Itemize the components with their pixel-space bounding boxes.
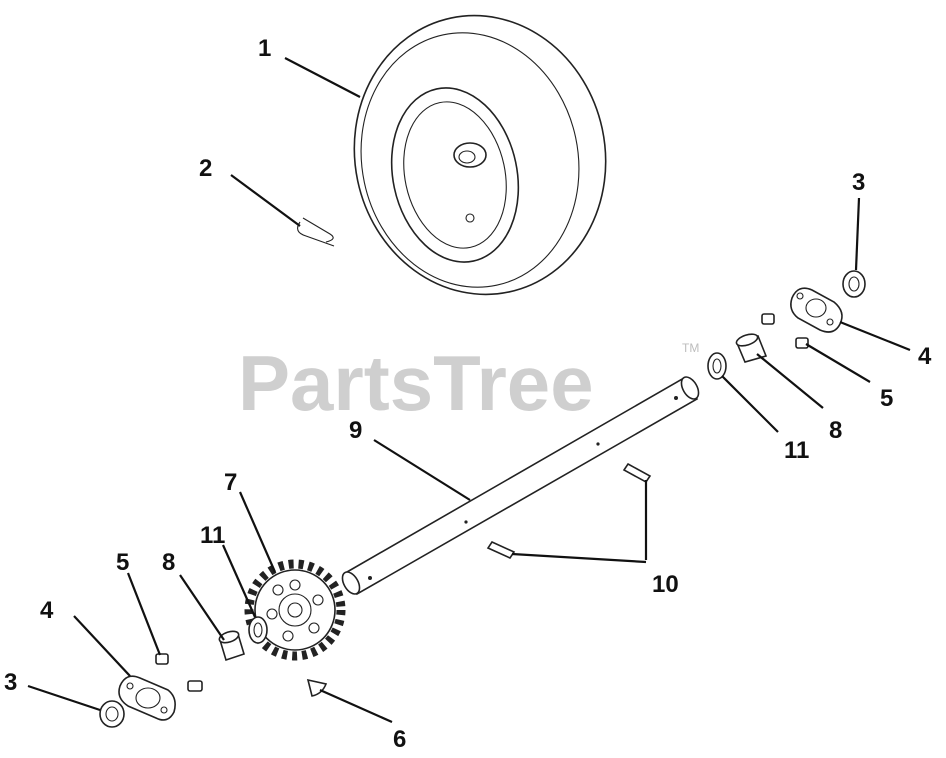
callout-3-right: 3 (852, 169, 865, 196)
hairpin-cotter[interactable] (297, 217, 335, 247)
callout-5-left: 5 (116, 549, 129, 576)
callout-2: 2 (199, 155, 212, 182)
callout-9: 9 (349, 417, 362, 444)
watermark-trademark: TM (682, 341, 699, 355)
wheel-assembly[interactable] (329, 0, 632, 318)
callouts: 1 2 3 3 4 4 5 5 6 7 8 8 9 10 11 11 (4, 35, 932, 753)
flange-bearing-left[interactable] (118, 675, 176, 721)
callout-8-right: 8 (829, 417, 842, 444)
leader-lines (27, 57, 911, 724)
washer-right[interactable] (707, 352, 727, 380)
bolt-right-upper[interactable] (761, 313, 775, 325)
bushing-left[interactable] (218, 629, 245, 662)
key-lower[interactable] (486, 540, 516, 560)
gear[interactable] (244, 559, 346, 661)
callout-11-left: 11 (200, 522, 225, 549)
washer-left[interactable] (248, 616, 268, 644)
bolt-right-lower[interactable] (795, 337, 809, 349)
bolt-left-lower[interactable] (187, 680, 203, 692)
callout-3-left: 3 (4, 669, 17, 696)
callout-4-left: 4 (40, 597, 54, 624)
callout-5-right: 5 (880, 385, 893, 412)
bolt-left-upper[interactable] (155, 653, 169, 665)
callout-11-right: 11 (784, 437, 809, 464)
axle-shaft[interactable] (339, 374, 702, 597)
callout-1: 1 (258, 35, 271, 62)
flange-bearing-right[interactable] (790, 287, 843, 333)
callout-10: 10 (652, 571, 679, 598)
washer-flange-right[interactable] (842, 270, 866, 298)
washer-flange-left[interactable] (99, 700, 125, 728)
woodruff-key[interactable] (306, 678, 328, 697)
callout-8-left: 8 (162, 549, 175, 576)
callout-4-right: 4 (918, 343, 932, 370)
callout-7: 7 (224, 469, 237, 496)
callout-6: 6 (393, 726, 406, 753)
key-upper[interactable] (622, 462, 652, 484)
watermark-text: PartsTree (238, 339, 594, 427)
